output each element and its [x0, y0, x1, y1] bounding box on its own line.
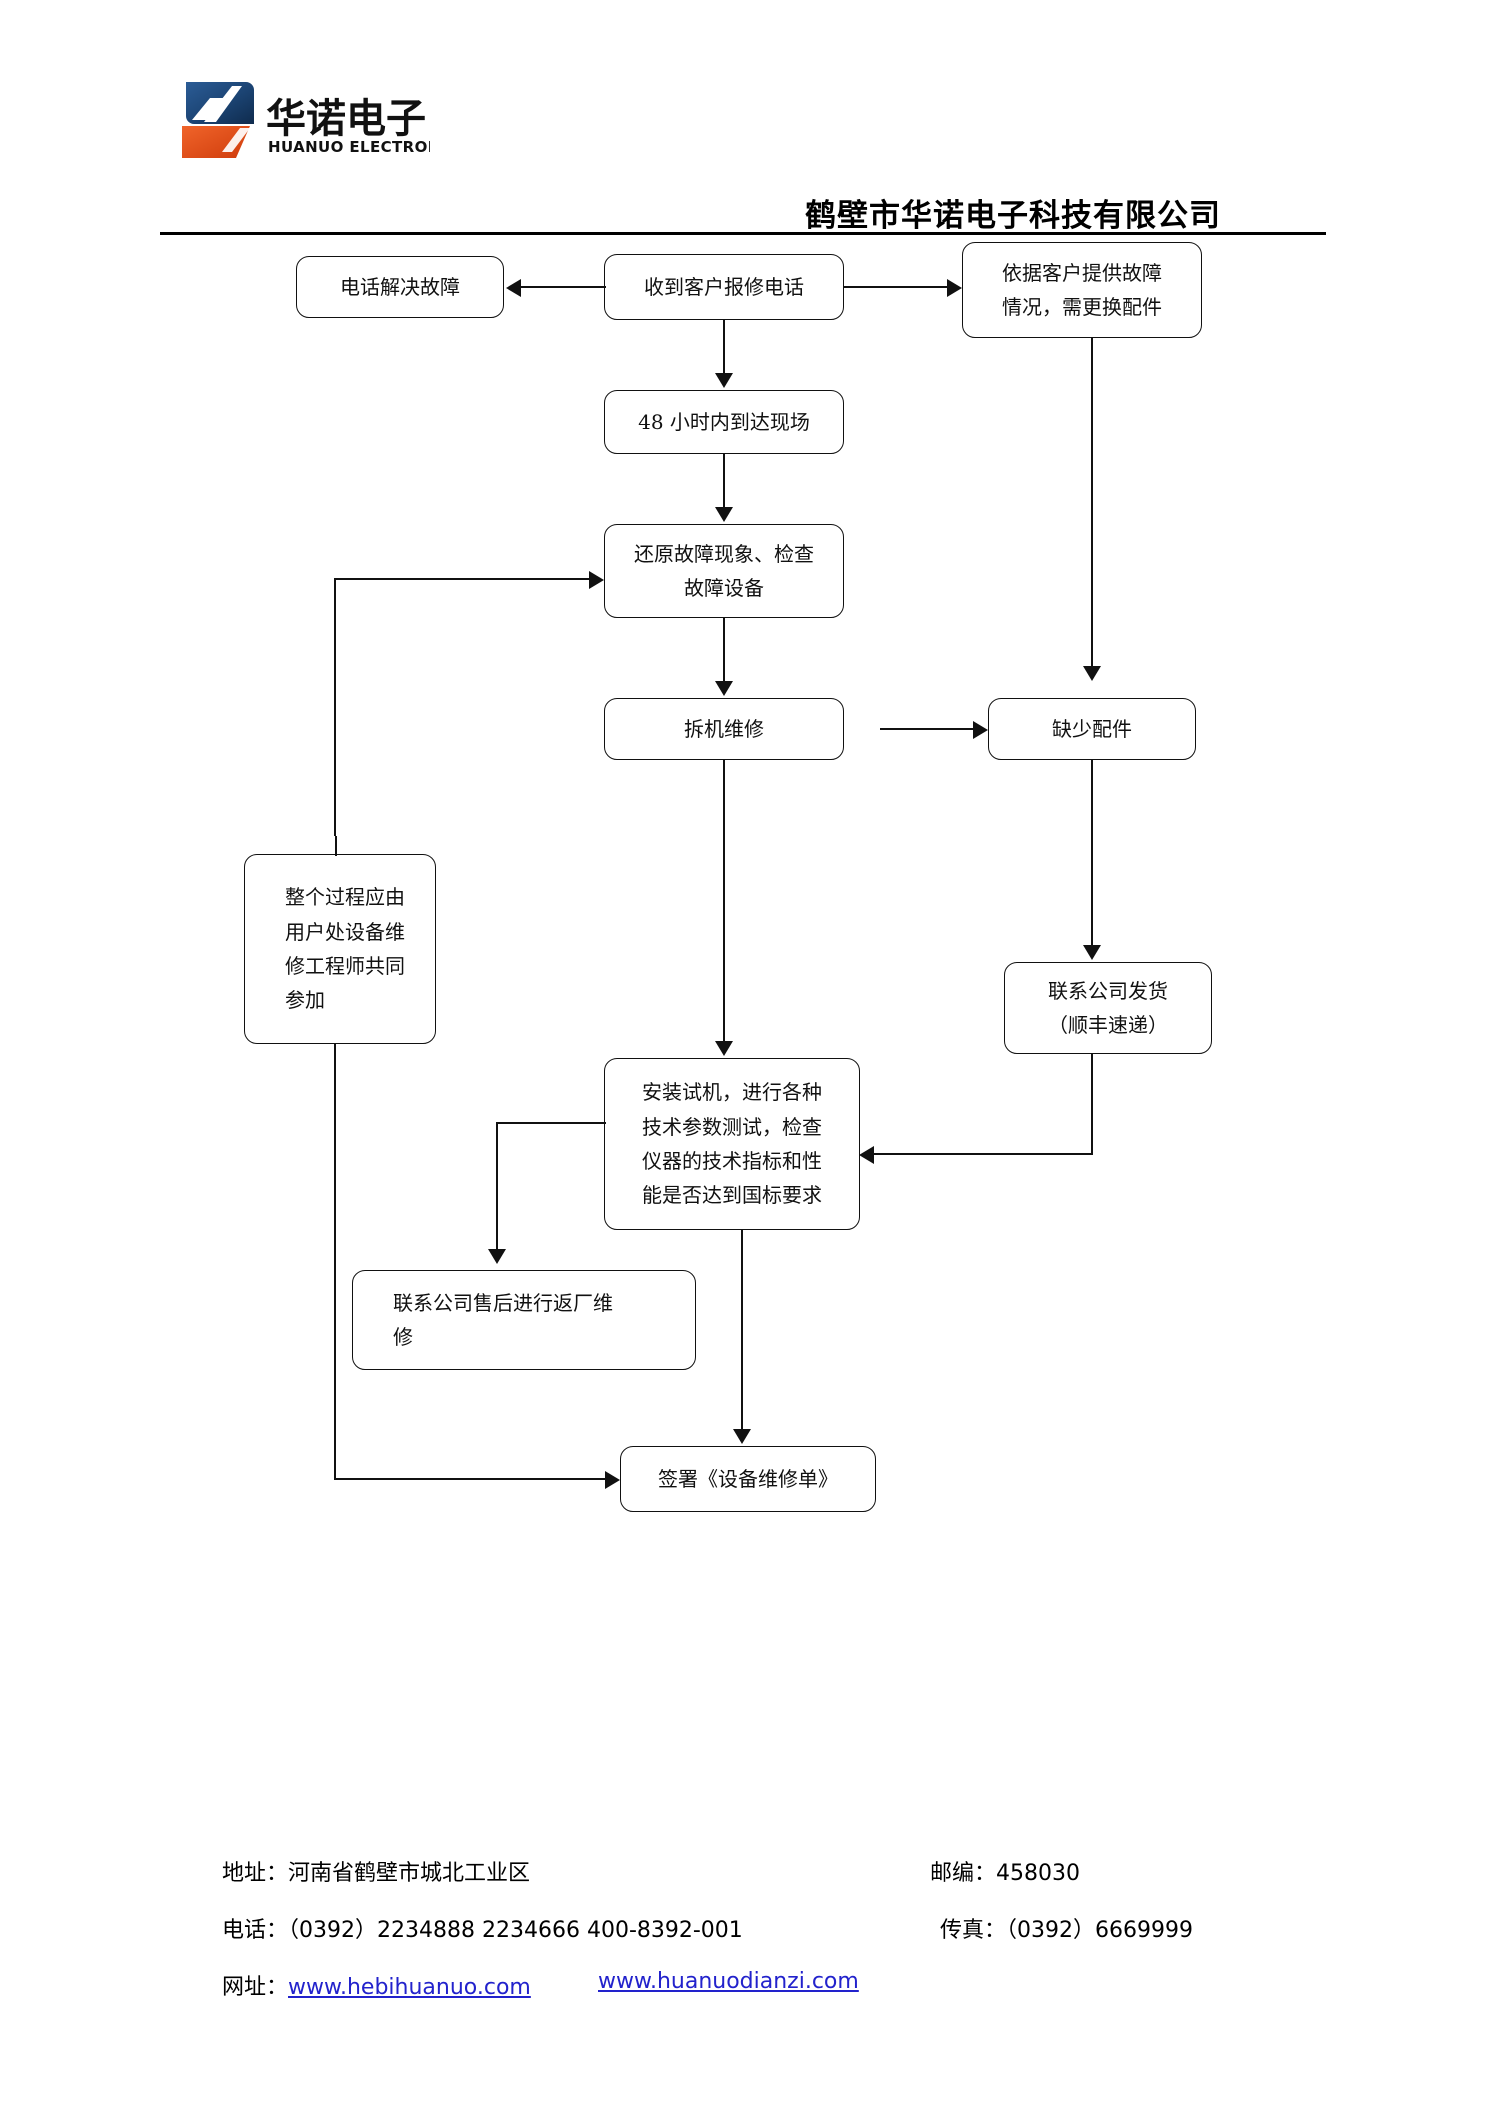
company-logo: 华诺电子 HUANUO ELECTRONIC — [180, 78, 430, 158]
edge-install-to-sign — [741, 1230, 743, 1430]
edge-disassemble-to-install-arrow — [715, 1041, 733, 1056]
node-process-note-line1: 整个过程应由 — [285, 885, 405, 910]
logo-cn-text: 华诺电子 — [266, 96, 426, 142]
edge-ship-to-install-v — [1091, 1054, 1093, 1154]
edge-disassemble-to-missing — [880, 728, 974, 730]
node-arrive-48h[interactable]: 48 小时内到达现场 — [604, 390, 844, 454]
footer-address-row: 地址：河南省鹤壁市城北工业区 — [222, 1855, 530, 1887]
node-need-parts-line1: 依据客户提供故障 — [1002, 260, 1162, 285]
footer-fax-row: 传真：（0392）6669999 — [940, 1912, 1193, 1944]
footer-postcode-label: 邮编： — [930, 1861, 997, 1886]
edge-disassemble-to-missing-arrow — [973, 721, 988, 739]
edge-receive-to-parts — [844, 286, 948, 288]
edge-receive-to-arrive-arrow — [715, 373, 733, 388]
edge-note-rail-up — [334, 578, 336, 836]
footer-postcode-value: 458030 — [996, 1861, 1080, 1886]
node-company-ship[interactable]: 联系公司发货 （顺丰速递） — [1004, 962, 1212, 1054]
edge-disassemble-to-install — [723, 760, 725, 1042]
edge-missing-to-ship-arrow — [1083, 945, 1101, 960]
node-process-note-line3: 修工程师共同 — [285, 954, 405, 978]
edge-ship-to-install-arrow — [859, 1146, 874, 1164]
footer-phone-row: 电话：（0392）2234888 2234666 400-8392-001 — [222, 1912, 743, 1944]
node-factory-repair[interactable]: 联系公司售后进行返厂维 修 — [352, 1270, 696, 1370]
edge-receive-to-phone-arrow — [506, 279, 521, 297]
edge-ship-to-install-h — [874, 1153, 1093, 1155]
node-install-test-line4: 能是否达到国标要求 — [642, 1183, 822, 1208]
edge-note-rail-to-reproduce — [334, 578, 590, 580]
node-process-note-line2: 用户处设备维 — [285, 919, 405, 944]
edge-receive-to-arrive — [723, 320, 725, 374]
page-title: 鹤壁市华诺电子科技有限公司 — [805, 198, 1221, 234]
footer-address-label: 地址： — [222, 1861, 289, 1886]
node-disassemble-repair[interactable]: 拆机维修 — [604, 698, 844, 760]
edge-install-to-sign-arrow — [733, 1429, 751, 1444]
node-company-ship-line2: （顺丰速递） — [1048, 1013, 1168, 1037]
node-need-parts[interactable]: 依据客户提供故障 情况，需更换配件 — [962, 242, 1202, 338]
node-company-ship-line1: 联系公司发货 — [1048, 978, 1168, 1003]
footer-web-link-2[interactable]: www.huanuodianzi.com — [598, 1969, 859, 1994]
node-phone-resolve[interactable]: 电话解决故障 — [296, 256, 504, 318]
edge-note-stub — [335, 836, 337, 856]
edge-receive-to-phone — [520, 286, 606, 288]
edge-install-to-factory-v — [496, 1122, 498, 1250]
edge-install-to-factory-h — [496, 1122, 606, 1124]
node-reproduce-line2: 故障设备 — [684, 576, 764, 600]
footer-fax-value: （0392）6669999 — [1006, 1918, 1193, 1943]
node-need-parts-line2: 情况，需更换配件 — [1002, 295, 1162, 319]
node-sign-form[interactable]: 签署《设备维修单》 — [620, 1446, 876, 1512]
node-process-note-line4: 参加 — [285, 988, 325, 1013]
edge-parts-to-missing-arrow — [1083, 666, 1101, 681]
footer-web-link-1[interactable]: www.hebihuanuo.com — [288, 1975, 531, 2000]
node-reproduce-line1: 还原故障现象、检查 — [634, 541, 814, 566]
edge-receive-to-parts-arrow — [947, 279, 962, 297]
footer-postcode-row: 邮编：458030 — [930, 1855, 1080, 1887]
footer-web-label: 网址： — [222, 1975, 289, 2000]
footer-fax-label: 传真： — [940, 1918, 1007, 1943]
footer-phone-label: 电话： — [222, 1918, 289, 1943]
node-missing-parts[interactable]: 缺少配件 — [988, 698, 1196, 760]
edge-note-rail-to-reproduce-arrow — [589, 571, 604, 589]
node-install-test-line3: 仪器的技术指标和性 — [642, 1149, 822, 1173]
edge-reproduce-to-disassemble-arrow — [715, 681, 733, 696]
node-receive-call[interactable]: 收到客户报修电话 — [604, 254, 844, 320]
edge-missing-to-ship — [1091, 760, 1093, 946]
edge-arrive-to-reproduce-arrow — [715, 507, 733, 522]
edge-arrive-to-reproduce — [723, 454, 725, 508]
footer-address-value: 河南省鹤壁市城北工业区 — [288, 1861, 531, 1886]
node-install-test-line2: 技术参数测试，检查 — [642, 1114, 822, 1139]
edge-install-to-factory-arrow — [488, 1249, 506, 1264]
logo-en-text: HUANUO ELECTRONIC — [268, 138, 430, 156]
node-install-test[interactable]: 安装试机，进行各种 技术参数测试，检查 仪器的技术指标和性 能是否达到国标要求 — [604, 1058, 860, 1230]
edge-note-rail-to-sign — [334, 1478, 606, 1480]
footer-phone-value: （0392）2234888 2234666 400-8392-001 — [288, 1918, 743, 1943]
edge-reproduce-to-disassemble — [723, 618, 725, 682]
footer-web-row: 网址：www.hebihuanuo.com — [222, 1969, 531, 2001]
node-factory-repair-line1: 联系公司售后进行返厂维 — [393, 1290, 613, 1315]
node-process-note[interactable]: 整个过程应由 用户处设备维 修工程师共同 参加 — [244, 854, 436, 1044]
footer-web-row-2: www.huanuodianzi.com — [598, 1969, 859, 1994]
node-install-test-line1: 安装试机，进行各种 — [642, 1080, 822, 1105]
node-factory-repair-line2: 修 — [393, 1325, 413, 1349]
edge-parts-to-missing — [1091, 338, 1093, 668]
edge-note-rail-down — [334, 1044, 336, 1480]
node-reproduce-fault[interactable]: 还原故障现象、检查 故障设备 — [604, 524, 844, 618]
edge-note-rail-to-sign-arrow — [605, 1471, 620, 1489]
header-divider — [160, 232, 1326, 235]
